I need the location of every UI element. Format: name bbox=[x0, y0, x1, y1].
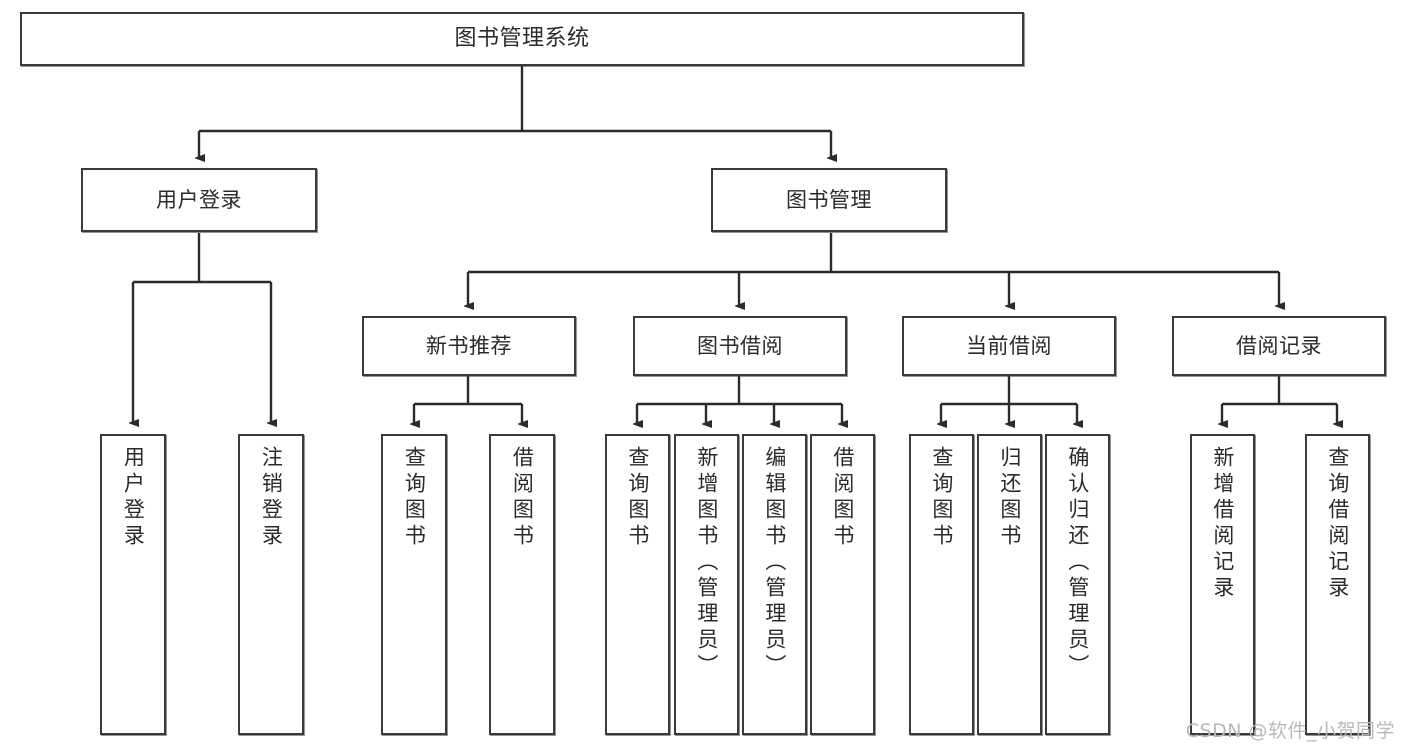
node-book-borrow[interactable]: 图书借阅 bbox=[633, 316, 847, 376]
node-label: 借阅图书 bbox=[510, 446, 535, 550]
leaf-current-query-book[interactable]: 查询图书 bbox=[909, 434, 974, 735]
node-label: 新书推荐 bbox=[426, 333, 512, 358]
node-label: 当前借阅 bbox=[966, 333, 1052, 358]
node-label: 图书管理系统 bbox=[454, 26, 590, 52]
leaf-borrow-borrow-book[interactable]: 借阅图书 bbox=[810, 434, 875, 735]
leaf-borrow-add-book-admin[interactable]: 新增图书（管理员） bbox=[674, 434, 739, 735]
node-label: 图书管理 bbox=[786, 187, 872, 212]
node-label: 用户登录 bbox=[156, 187, 242, 212]
leaf-borrow-query-book[interactable]: 查询图书 bbox=[605, 434, 670, 735]
node-label: 归还图书 bbox=[997, 446, 1022, 550]
node-new-book-recommend[interactable]: 新书推荐 bbox=[362, 316, 576, 376]
leaf-current-confirm-return-admin[interactable]: 确认归还（管理员） bbox=[1045, 434, 1110, 735]
leaf-recommend-query-book[interactable]: 查询图书 bbox=[381, 434, 447, 735]
node-label: 图书借阅 bbox=[697, 333, 783, 358]
node-borrow-record[interactable]: 借阅记录 bbox=[1172, 316, 1386, 376]
node-label: 新增借阅记录 bbox=[1210, 446, 1235, 602]
node-label: 编辑图书（管理员） bbox=[762, 446, 787, 680]
leaf-record-add-record[interactable]: 新增借阅记录 bbox=[1190, 434, 1255, 735]
leaf-user-login-login[interactable]: 用户登录 bbox=[100, 434, 166, 735]
leaf-record-query-record[interactable]: 查询借阅记录 bbox=[1305, 434, 1370, 735]
node-label: 查询图书 bbox=[402, 446, 427, 550]
node-label: 查询图书 bbox=[929, 446, 954, 550]
node-current-borrow[interactable]: 当前借阅 bbox=[902, 316, 1116, 376]
node-label: 确认归还（管理员） bbox=[1065, 446, 1090, 680]
node-label: 借阅记录 bbox=[1236, 333, 1322, 358]
node-user-login[interactable]: 用户登录 bbox=[81, 168, 317, 232]
node-label: 查询图书 bbox=[625, 446, 650, 550]
leaf-recommend-borrow-book[interactable]: 借阅图书 bbox=[489, 434, 555, 735]
node-root-system[interactable]: 图书管理系统 bbox=[20, 12, 1024, 66]
watermark: CSDN @软件_小贺同学 bbox=[1185, 720, 1395, 742]
node-label: 用户登录 bbox=[121, 446, 146, 550]
node-label: 查询借阅记录 bbox=[1325, 446, 1350, 602]
leaf-user-login-logout[interactable]: 注销登录 bbox=[238, 434, 304, 735]
node-label: 新增图书（管理员） bbox=[694, 446, 719, 680]
leaf-current-return-book[interactable]: 归还图书 bbox=[977, 434, 1042, 735]
node-label: 借阅图书 bbox=[830, 446, 855, 550]
leaf-borrow-edit-book-admin[interactable]: 编辑图书（管理员） bbox=[742, 434, 807, 735]
node-book-management[interactable]: 图书管理 bbox=[711, 168, 947, 232]
node-label: 注销登录 bbox=[259, 446, 284, 550]
